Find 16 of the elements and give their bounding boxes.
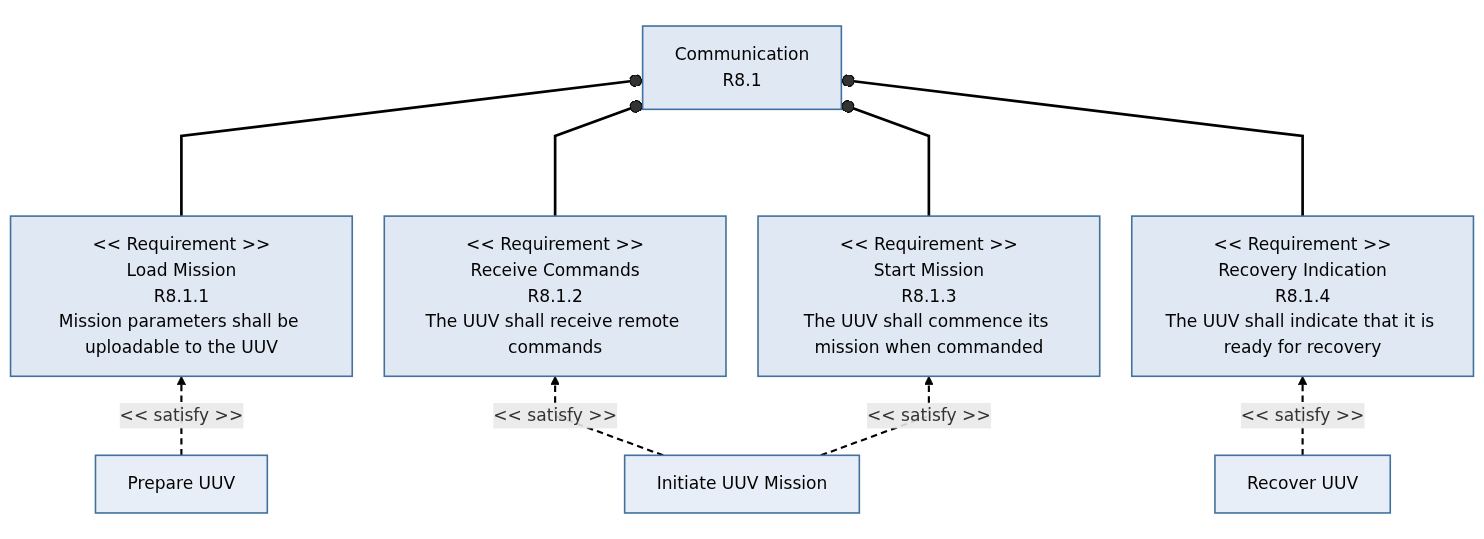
edge-label: << satisfy >> bbox=[119, 405, 244, 426]
connector bbox=[840, 100, 931, 217]
node-box: Recover UUV bbox=[1214, 454, 1392, 514]
connector bbox=[841, 74, 1304, 217]
edge-label: << satisfy >> bbox=[867, 405, 991, 426]
node-box: << Requirement >> Receive Commands R8.1.2 The UUV shall receive remote commands bbox=[383, 215, 727, 378]
edge-label: << satisfy >> bbox=[1240, 405, 1365, 426]
edge-label: << satisfy >> bbox=[493, 405, 617, 426]
node-box: << Requirement >> Recovery Indication R8.1.4 The UUV shall indicate that it is ready for recovery bbox=[1130, 215, 1475, 378]
node-box: << Requirement >> Start Mission R8.1.3 The UUV shall commence its mission when commanded bbox=[757, 215, 1101, 378]
node-box: << Requirement >> Load Mission R8.1.1 Mission parameters shall be uploadable to the UUV bbox=[9, 215, 354, 378]
node-box: Communication R8.1 bbox=[641, 25, 843, 111]
connector bbox=[180, 74, 643, 217]
node-box: Initiate UUV Mission bbox=[623, 454, 861, 514]
connector bbox=[553, 100, 644, 217]
node-box: Prepare UUV bbox=[94, 454, 269, 514]
